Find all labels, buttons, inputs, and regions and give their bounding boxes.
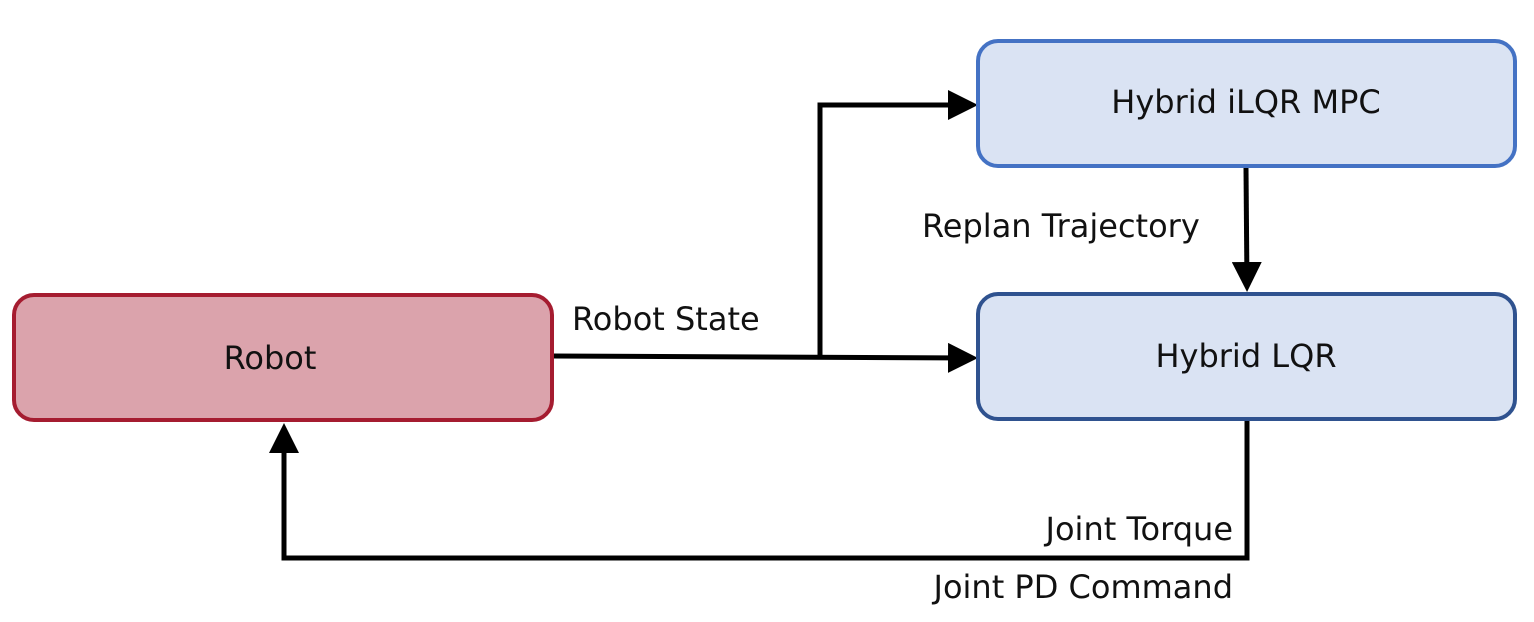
replan-trajectory-arrow xyxy=(1231,167,1262,292)
robot-box xyxy=(12,293,554,422)
robot-label: Robot xyxy=(224,339,317,377)
replan-trajectory-label: Replan Trajectory xyxy=(922,207,1200,245)
joint-torque-label: Joint Torque xyxy=(1044,510,1233,548)
hybrid-lqr-box xyxy=(976,292,1517,421)
hybrid-ilqr-mpc-node: Hybrid iLQR MPC xyxy=(976,39,1517,168)
hybrid-ilqr-mpc-label: Hybrid iLQR MPC xyxy=(1111,83,1380,121)
joint-command-feedback-arrow xyxy=(269,420,1250,561)
hybrid-lqr-label: Hybrid LQR xyxy=(1155,337,1336,375)
hybrid-ilqr-mpc-box xyxy=(976,39,1517,168)
robot-node: Robot xyxy=(12,293,554,422)
robot-state-arrow-to-lqr xyxy=(551,342,978,373)
robot-state-arrow-to-mpc xyxy=(817,90,978,356)
robot-state-label: Robot State xyxy=(572,300,760,338)
hybrid-lqr-node: Hybrid LQR xyxy=(976,292,1517,421)
joint-pd-command-label: Joint PD Command xyxy=(932,568,1233,606)
